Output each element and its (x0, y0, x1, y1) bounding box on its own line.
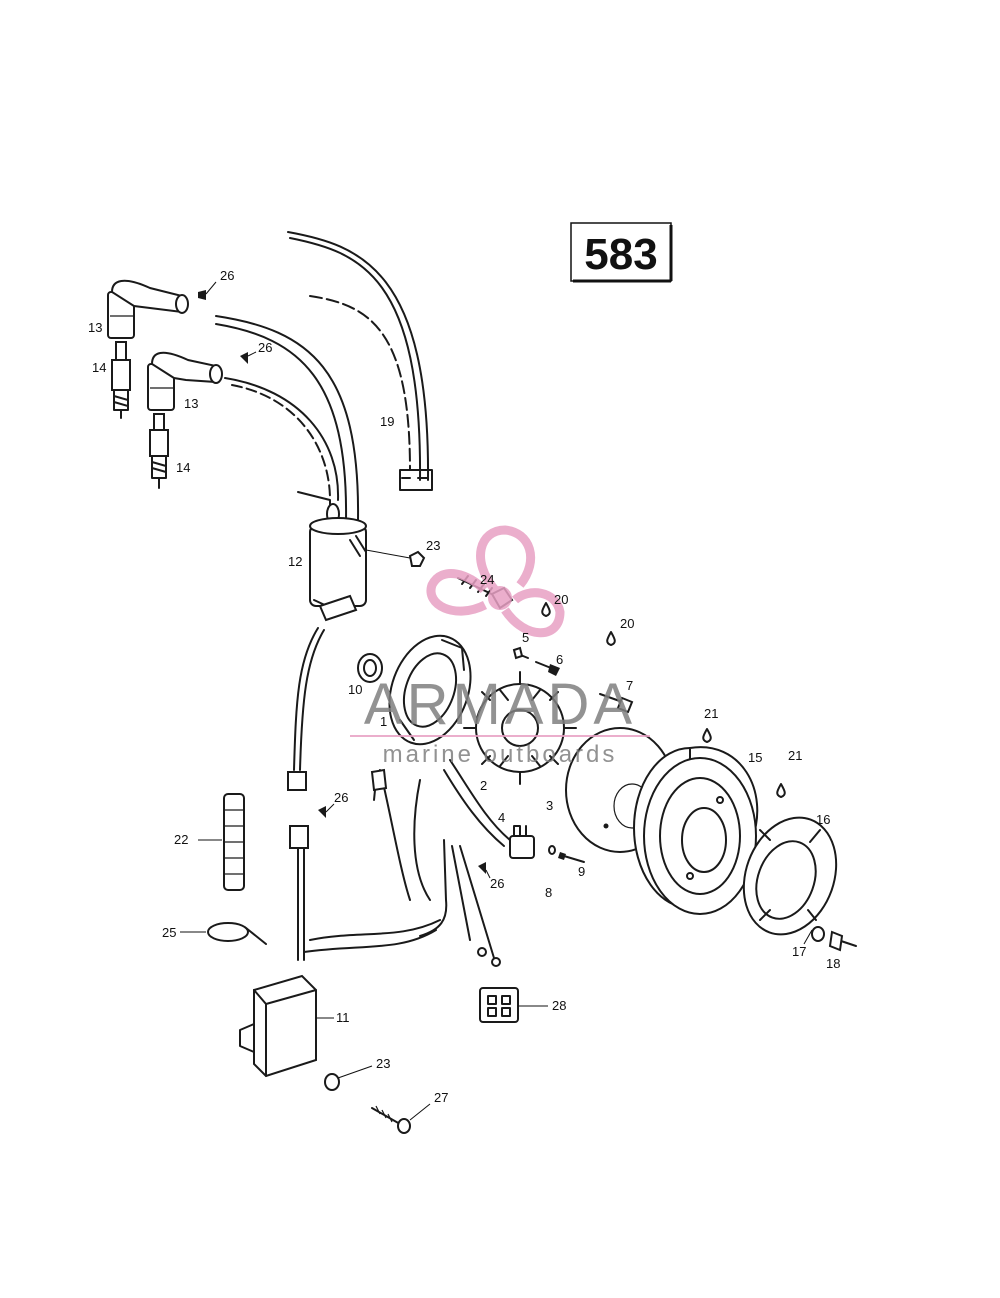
callout-7: 7 (626, 678, 633, 693)
watermark-text: ARMADA marine outboards (350, 672, 650, 768)
tie-wrap (207, 922, 267, 945)
protective-sleeve (223, 793, 245, 891)
callout-28: 28 (552, 998, 566, 1013)
callout-25: 25 (162, 925, 176, 940)
callout-3: 3 (546, 798, 553, 813)
callout-26b: 26 (258, 340, 272, 355)
starting-pulley (742, 816, 838, 936)
callout-9: 9 (578, 864, 585, 879)
grommet-26-group (198, 290, 486, 874)
callout-labels: 1 2 3 4 5 6 7 8 9 10 11 12 13 13 14 14 1… (88, 268, 840, 1105)
terminal-block-4 (509, 825, 535, 859)
callout-26c: 26 (334, 790, 348, 805)
callout-15: 15 (748, 750, 762, 765)
callout-21a: 21 (704, 706, 718, 721)
ignition-coil (297, 491, 367, 622)
washer-23-lower (324, 1073, 340, 1091)
washer-8 (548, 845, 556, 855)
leader-lines (180, 281, 813, 1121)
watermark-subtitle: marine outboards (383, 741, 618, 768)
callout-4: 4 (498, 810, 505, 825)
loctite-drops (541, 602, 786, 798)
high-tension-wires (215, 231, 433, 521)
spark-plug-cap-lower (147, 351, 223, 411)
spark-plug-upper (111, 341, 131, 419)
flywheel (633, 746, 759, 915)
wiring-harness (287, 627, 511, 967)
callout-6: 6 (556, 652, 563, 667)
callout-5: 5 (522, 630, 529, 645)
callout-22: 22 (174, 832, 188, 847)
callout-27: 27 (434, 1090, 448, 1105)
callout-11: 11 (336, 1010, 350, 1025)
callout-20b: 20 (620, 616, 634, 631)
callout-12: 12 (288, 554, 302, 569)
connector-28 (479, 987, 519, 1023)
callout-18: 18 (826, 956, 840, 971)
washer-17 (811, 926, 825, 942)
callout-8: 8 (545, 885, 552, 900)
callout-17: 17 (792, 944, 806, 959)
screws-5-6-7 (512, 646, 634, 714)
callout-13a: 13 (88, 320, 102, 335)
callout-2: 2 (480, 778, 487, 793)
engine-code-box: 583 (570, 222, 673, 283)
stator (463, 671, 577, 785)
grommet-10 (357, 653, 383, 683)
callout-16: 16 (816, 812, 830, 827)
watermark-title: ARMADA (364, 672, 636, 737)
nut-23-upper (408, 550, 426, 567)
callout-23b: 23 (376, 1056, 390, 1071)
callout-24: 24 (480, 572, 494, 587)
bolt-18 (828, 930, 857, 952)
callout-26d: 26 (490, 876, 504, 891)
callout-14b: 14 (176, 460, 190, 475)
screw-9 (558, 852, 585, 863)
callout-14a: 14 (92, 360, 106, 375)
callout-13b: 13 (184, 396, 198, 411)
callout-19: 19 (380, 414, 394, 429)
callout-21b: 21 (788, 748, 802, 763)
spark-plug-lower (149, 413, 169, 489)
callout-26a: 26 (220, 268, 234, 283)
watermark-logo (426, 525, 565, 638)
callout-20a: 20 (554, 592, 568, 607)
cdi-module (239, 974, 317, 1078)
base-plate (388, 634, 472, 746)
spark-plug-cap-upper (107, 279, 189, 339)
screw-27 (371, 1105, 411, 1134)
callout-1: 1 (380, 714, 387, 729)
callout-23a: 23 (426, 538, 440, 553)
engine-code: 583 (584, 230, 657, 279)
callout-10: 10 (348, 682, 362, 697)
